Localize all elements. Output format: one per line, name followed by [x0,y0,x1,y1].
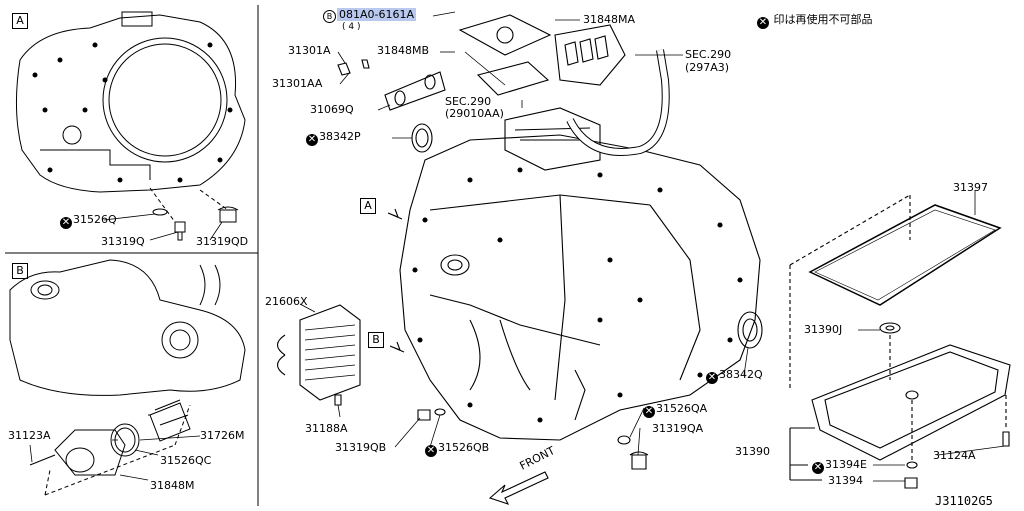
not-reusable-icon: ✕ [306,134,318,146]
label-31526QB: ✕31526QB [425,441,490,457]
not-reusable-legend: ✕ 印は再使用不可部品 [757,13,873,29]
label-31124A: 31124A [933,449,976,462]
label-31319Q: 31319Q [101,235,145,248]
label-31319QA: 31319QA [652,422,704,435]
label-31526QC: 31526QC [160,454,212,467]
label-31390: 31390 [735,445,770,458]
label-31394E: ✕31394E [812,458,867,474]
label-sec290-harness-sub: (29010AA) [445,107,504,120]
label-31394: 31394 [828,474,863,487]
label-sec290-harness: SEC.290 [445,95,492,108]
label-31848MA: 31848MA [583,13,636,26]
label-38342Q: ✕38342Q [706,368,763,384]
label-31123A: 31123A [8,429,51,442]
not-reusable-icon: ✕ [812,462,824,474]
label-31397: 31397 [953,181,988,194]
label-31526QA: ✕31526QA [643,402,708,418]
inset-a-case-drawing [15,11,246,241]
view-a-ref: A [360,198,376,214]
oil-pan-drawing [789,194,1011,489]
label-sec290-hose-sub: (297A3) [685,61,730,74]
label-31848MB: 31848MB [377,44,430,57]
view-b-ref: B [368,332,384,348]
label-31301A: 31301A [288,44,331,57]
not-reusable-icon: ✕ [706,372,718,384]
not-reusable-icon: ✕ [643,406,655,418]
not-reusable-icon: ✕ [757,17,769,29]
not-reusable-icon: ✕ [425,445,437,457]
label-31319QD: 31319QD [196,235,249,248]
label-38342P: ✕38342P [306,130,361,146]
label-sec290-hose: SEC.290 [685,48,732,61]
not-reusable-icon: ✕ [60,217,72,229]
label-31188A: 31188A [305,422,348,435]
label-31301AA: 31301AA [272,77,323,90]
leader-lines [29,11,1006,482]
inset-b-title: B [12,263,28,279]
label-31319QB: 31319QB [335,441,387,454]
label-21606X: 21606X [265,295,308,308]
label-31390J: 31390J [804,323,843,336]
label-31069Q: 31069Q [310,103,354,116]
label-31726M: 31726M [200,429,245,442]
inset-a-title: A [12,13,28,29]
diagram-reference-code: J31102G5 [935,494,993,508]
label-081A0-qty: ( 4 ) [342,22,361,32]
bolt-icon: B [323,10,336,23]
label-31848M: 31848M [150,479,195,492]
label-31526Q: ✕31526Q [60,213,117,229]
inset-b-filter-drawing [9,259,246,496]
transmission-body-drawing [276,14,763,505]
